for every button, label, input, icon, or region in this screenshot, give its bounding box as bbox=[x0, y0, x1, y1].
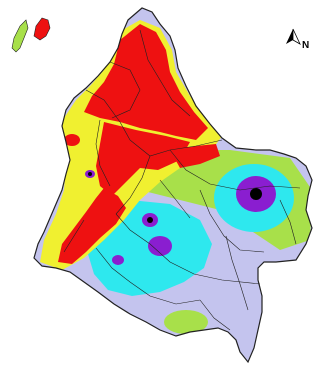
zone-red-north bbox=[84, 24, 208, 140]
zone-red-east-arm bbox=[170, 144, 220, 168]
zone-red-west-patch bbox=[64, 134, 80, 146]
zone-purple-central bbox=[148, 236, 172, 256]
north-arrow-icon-half bbox=[292, 28, 301, 45]
zone-red-central bbox=[96, 122, 190, 196]
zone-black-west bbox=[147, 217, 153, 223]
country-outline bbox=[33, 7, 313, 364]
islands-inset bbox=[11, 17, 51, 53]
zone-purple-southwest bbox=[112, 255, 124, 265]
zone-red-cordillera bbox=[58, 188, 126, 264]
north-arrow: N bbox=[286, 28, 309, 51]
north-label: N bbox=[302, 40, 309, 51]
zone-light-green-south bbox=[164, 310, 208, 334]
north-arrow-icon bbox=[286, 29, 293, 44]
zone-black-east bbox=[250, 188, 262, 200]
department-boundaries bbox=[63, 29, 301, 331]
classified-zones bbox=[40, 20, 312, 334]
island-red bbox=[33, 17, 51, 41]
zone-black-northwest bbox=[88, 172, 92, 176]
island-green bbox=[11, 19, 29, 53]
